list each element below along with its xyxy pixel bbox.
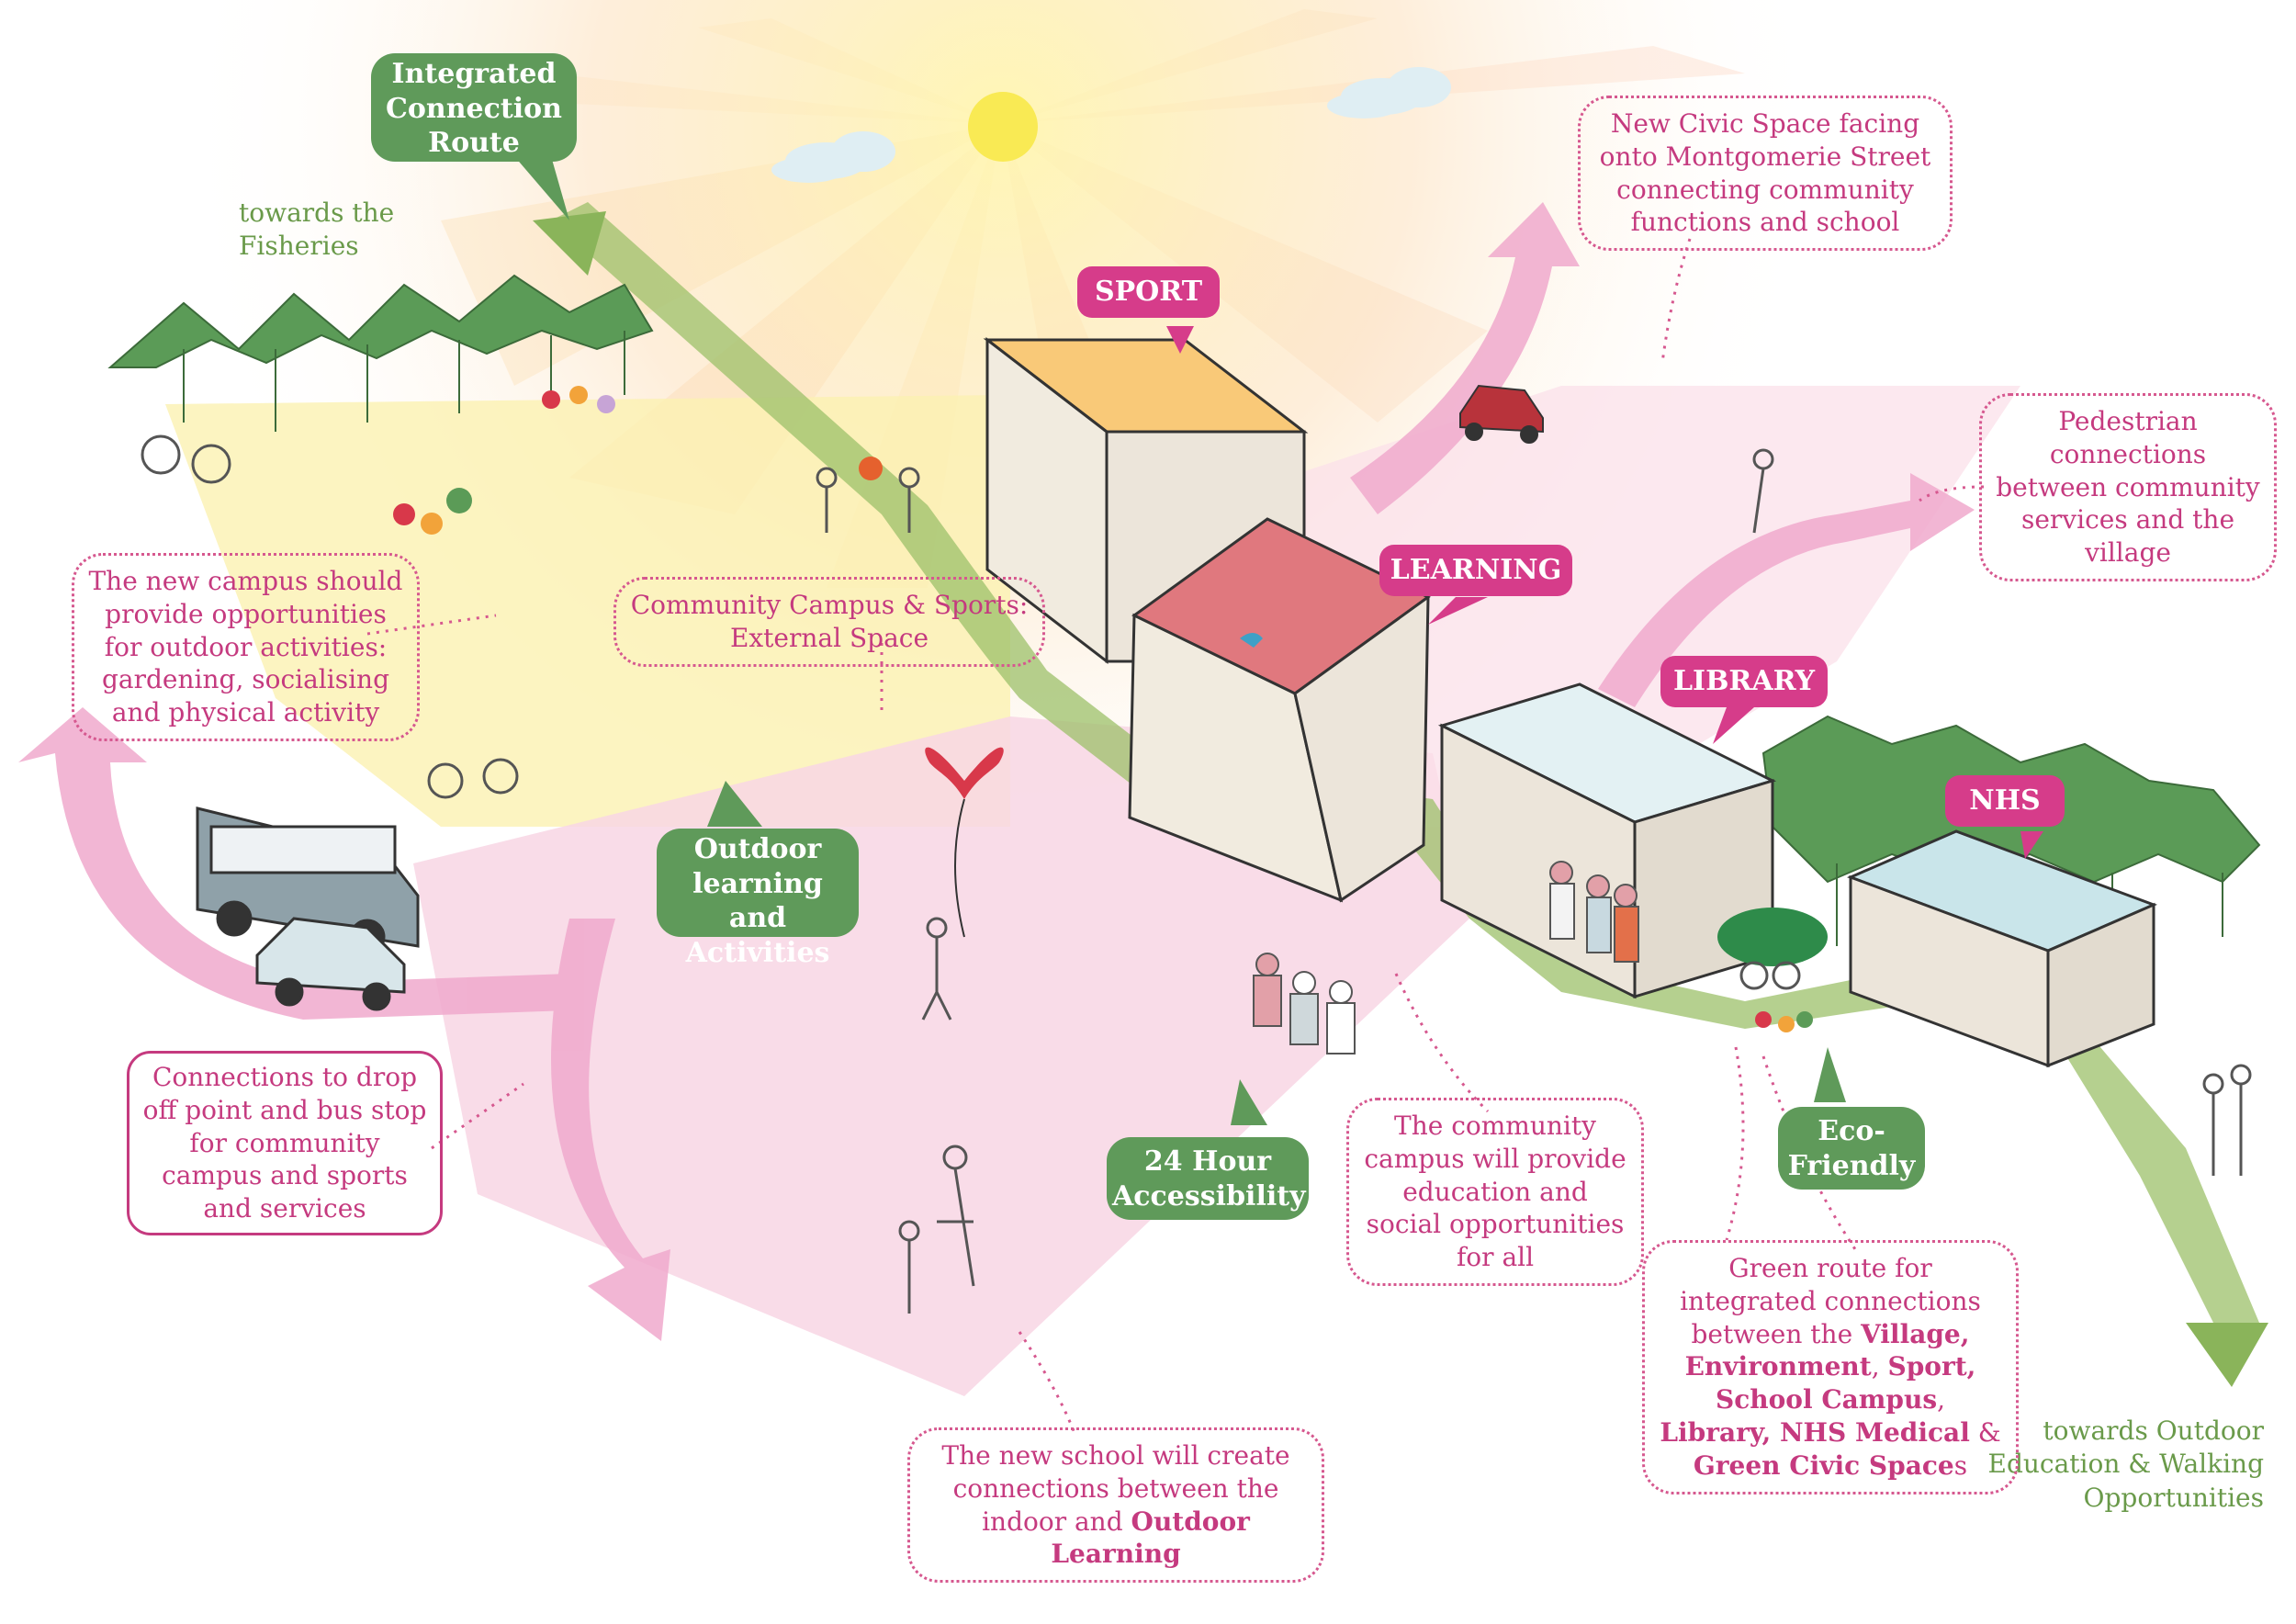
civic-space-note: New Civic Space facing onto Montgomerie … bbox=[1578, 96, 1953, 252]
new-school-bold: Outdoor Learning bbox=[1051, 1506, 1250, 1570]
outdoor-learning-bubble: Outdoor learning and Activities bbox=[657, 829, 859, 969]
nhs-building bbox=[1846, 829, 2158, 1068]
green-route-b1: Village, Environment bbox=[1684, 1318, 1970, 1382]
eco-friendly-bubble: Eco-Friendly bbox=[1778, 1107, 1925, 1190]
library-tag: LIBRARY bbox=[1660, 656, 1828, 707]
bird-icon bbox=[1240, 633, 1263, 648]
people-group-icon bbox=[1253, 861, 1639, 1054]
green-route-intro: Green route for integrated connections b… bbox=[1680, 1253, 1981, 1349]
learning-building bbox=[1128, 517, 1431, 903]
integrated-route-bubble: Integrated Connection Route bbox=[371, 53, 577, 162]
yellow-ground-plane bbox=[165, 395, 1010, 827]
red-car-icon bbox=[1459, 384, 1544, 444]
sport-tag: SPORT bbox=[1077, 266, 1220, 318]
towards-outdoor-label: towards Outdoor Education & Walking Oppo… bbox=[1987, 1415, 2264, 1513]
people-icon bbox=[816, 448, 2252, 1314]
community-campus-note: Community Campus & Sports: External Spac… bbox=[613, 577, 1045, 667]
community-education-note: The community campus will provide educat… bbox=[1346, 1098, 1644, 1287]
learning-tag: LEARNING bbox=[1379, 545, 1572, 596]
flowers-icon bbox=[393, 386, 1813, 1032]
sun-icon bbox=[968, 92, 1038, 162]
cloud-icon bbox=[771, 67, 1451, 183]
basketball-icon bbox=[859, 457, 883, 480]
green-route-note: Green route for integrated connections b… bbox=[1642, 1240, 2019, 1494]
heart-balloon-icon bbox=[925, 747, 1004, 799]
new-school-note: The new school will create connections b… bbox=[907, 1427, 1324, 1584]
route-arrow-icon bbox=[533, 211, 606, 276]
green-route-b2: Sport, School Campus bbox=[1715, 1351, 1976, 1415]
pink-arrow-icon bbox=[18, 202, 1975, 1341]
accessibility-bubble: 24 Hour Accessibility bbox=[1107, 1137, 1309, 1220]
towards-fisheries-label: towards the Fisheries bbox=[239, 197, 395, 262]
pond bbox=[1717, 908, 1828, 966]
car-icon bbox=[255, 917, 406, 1011]
new-campus-note: The new campus should provide opportunit… bbox=[72, 553, 420, 742]
connections-drop-note: Connections to drop off point and bus st… bbox=[127, 1051, 443, 1236]
bicycle-icon bbox=[141, 434, 1801, 990]
new-school-intro: The new school will create connections b… bbox=[941, 1440, 1290, 1537]
pedestrian-note: Pedestrian connections between community… bbox=[1979, 393, 2277, 582]
green-route-b3: Library, NHS Medical bbox=[1660, 1417, 1970, 1449]
callout-tail bbox=[514, 156, 2043, 1125]
green-route-tail: s bbox=[1953, 1449, 1968, 1481]
green-route-b4: Green Civic Space bbox=[1693, 1449, 1954, 1481]
route-arrow-icon bbox=[2186, 1323, 2268, 1387]
balloon-string bbox=[954, 798, 965, 938]
nhs-tag: NHS bbox=[1945, 775, 2065, 827]
